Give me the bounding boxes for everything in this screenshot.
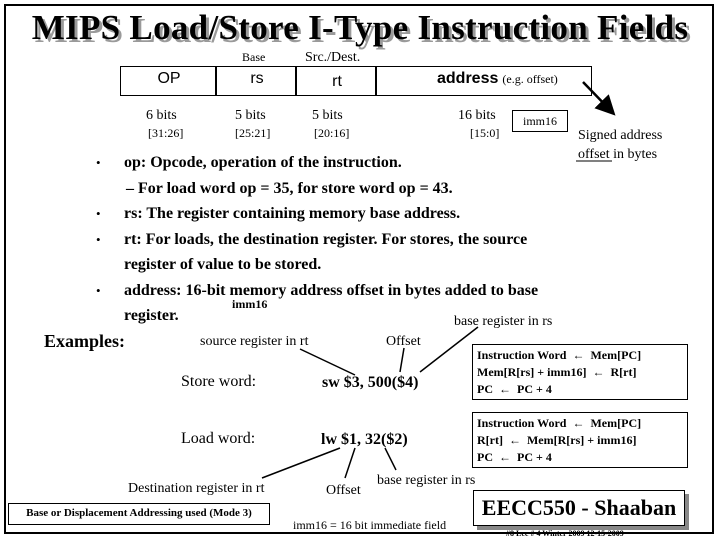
addressing-mode-label: Base or Displacement Addressing used (Mo…	[26, 507, 252, 519]
store-word-label: Store word:	[181, 373, 257, 390]
rs-field-box: rs	[216, 66, 296, 96]
bullet-op-sub: – For load word op = 35, for store word …	[100, 176, 620, 202]
bullet-address-cont-text: register.	[124, 307, 179, 324]
src-dest-header: Src./Dest.	[305, 50, 361, 65]
left-arrow-icon: ←	[496, 382, 514, 396]
imm16-box: imm16	[512, 110, 568, 132]
store-rtn-line3: PC ← PC + 4	[477, 382, 552, 397]
store-rtn-pc-plus-4: PC + 4	[517, 382, 552, 396]
load-word-label: Load word:	[181, 430, 256, 447]
rs-field-label: rs	[250, 70, 264, 87]
store-rtn-pc: PC	[477, 382, 493, 396]
bullet-rt-cont-text: register of value to be stored.	[124, 256, 322, 273]
offset-bottom-label: Offset	[326, 483, 361, 498]
rt-field-box: rt	[296, 66, 376, 96]
bullet-dot: •	[96, 282, 101, 298]
address-bits: 16 bits	[458, 108, 496, 123]
offset-top-line	[399, 347, 405, 373]
rt-range: [20:16]	[314, 126, 350, 140]
load-rtn-mem-pc: Mem[PC]	[590, 416, 642, 430]
bullet-address-cont: register.	[100, 303, 620, 329]
store-rtn-mem-addr: Mem[R[rs] + imm16]	[477, 365, 587, 379]
bullet-dot: •	[96, 155, 101, 170]
bullet-op-text: op: Opcode, operation of the instruction…	[124, 154, 402, 171]
address-range: [15:0]	[470, 126, 500, 140]
left-arrow-icon: ←	[496, 450, 514, 464]
examples-label: Examples:	[44, 331, 125, 351]
bullet-dot: •	[96, 206, 101, 221]
load-rtn-instruction-word: Instruction Word	[477, 416, 567, 430]
bullet-dot: •	[96, 231, 101, 247]
base-reg-bottom-label: base register in rs	[377, 473, 476, 488]
source-reg-label: source register in rt	[200, 334, 309, 349]
load-rtn-mem-addr: Mem[R[rs] + imm16]	[526, 433, 637, 447]
address-field-text: address (e.g. offset)	[437, 70, 558, 88]
load-rtn-box: Instruction Word ← Mem[PC] R[rt] ← Mem[R…	[472, 412, 688, 468]
op-field-box: OP	[120, 66, 216, 96]
store-instruction: sw $3, 500($4)	[322, 374, 419, 391]
store-rtn-instruction-word: Instruction Word	[477, 348, 567, 362]
rt-bits: 5 bits	[312, 108, 343, 123]
store-rtn-box: Instruction Word ← Mem[PC] Mem[R[rs] + i…	[472, 344, 688, 400]
store-rtn-line1: Instruction Word ← Mem[PC]	[477, 348, 641, 363]
left-arrow-icon: ←	[569, 348, 588, 362]
bullet-address: • address: 16-bit memory address offset i…	[96, 278, 620, 304]
load-rtn-pc-plus-4: PC + 4	[517, 450, 552, 464]
source-reg-line	[299, 348, 356, 376]
left-arrow-icon: ←	[569, 416, 588, 430]
bullet-rt-text: rt: For loads, the destination register.…	[124, 230, 528, 248]
slide-footer: #8 Lec # 4 Winter 2009 12-15-2009	[506, 529, 624, 538]
left-arrow-icon: ←	[589, 365, 608, 379]
dest-reg-line	[261, 447, 341, 479]
store-rtn-mem-pc: Mem[PC]	[590, 348, 642, 362]
offset-arrow	[582, 81, 616, 116]
imm16-box-label: imm16	[522, 114, 557, 128]
base-reg-bottom-line	[384, 447, 397, 471]
addressing-mode-box: Base or Displacement Addressing used (Mo…	[8, 503, 270, 525]
load-instruction: lw $1, 32($2)	[321, 431, 408, 448]
offset-bottom-line	[344, 447, 356, 479]
dest-reg-label: Destination register in rt	[128, 481, 265, 496]
load-rtn-rt: R[rt]	[477, 433, 503, 447]
bullet-op-sub-text: – For load word op = 35, for store word …	[126, 179, 453, 197]
load-rtn-line2: R[rt] ← Mem[R[rs] + imm16]	[477, 433, 636, 448]
load-rtn-line1: Instruction Word ← Mem[PC]	[477, 416, 641, 431]
load-rtn-line3: PC ← PC + 4	[477, 450, 552, 465]
op-bits: 6 bits	[146, 108, 177, 123]
base-reg-top-label: base register in rs	[454, 314, 553, 329]
address-field-label: address	[437, 70, 499, 87]
address-field-box: address (e.g. offset)	[376, 66, 592, 96]
slide-title: MIPS Load/Store I-Type Instruction Field…	[31, 8, 689, 47]
op-range: [31:26]	[148, 126, 184, 140]
slide-frame	[4, 4, 714, 534]
base-reg-top-line	[419, 326, 479, 373]
store-rtn-line2: Mem[R[rs] + imm16] ← R[rt]	[477, 365, 636, 380]
bullet-rs: • rs: The register containing memory base…	[96, 201, 620, 227]
signed-note-line2: offset in bytes	[578, 147, 658, 162]
signed-note-line1: Signed address	[578, 128, 663, 143]
bullet-op: • op: Opcode, operation of the instructio…	[96, 150, 620, 176]
op-field-label: OP	[157, 70, 181, 87]
bullet-list: • op: Opcode, operation of the instructio…	[96, 150, 620, 329]
bullet-rt-cont: register of value to be stored.	[100, 252, 620, 278]
load-rtn-pc: PC	[477, 450, 493, 464]
bullet-rt: • rt: For loads, the destination register…	[96, 227, 620, 253]
store-rtn-rt: R[rt]	[610, 365, 637, 379]
offset-top-label: Offset	[386, 334, 421, 349]
imm16-definition: imm16 = 16 bit immediate field	[293, 518, 447, 532]
bullet-rs-text: rs: The register containing memory base …	[124, 205, 461, 222]
rs-range: [25:21]	[235, 126, 271, 140]
rs-bits: 5 bits	[235, 108, 266, 123]
rt-field-label: rt	[332, 73, 342, 90]
left-arrow-icon: ←	[505, 433, 524, 447]
base-header: Base	[242, 50, 266, 64]
imm16-small-label: imm16	[232, 297, 268, 311]
address-field-note: (e.g. offset)	[502, 72, 558, 86]
course-badge: EECC550 - Shaaban	[473, 490, 685, 526]
bullet-address-text: address: 16-bit memory address offset in…	[124, 281, 539, 299]
